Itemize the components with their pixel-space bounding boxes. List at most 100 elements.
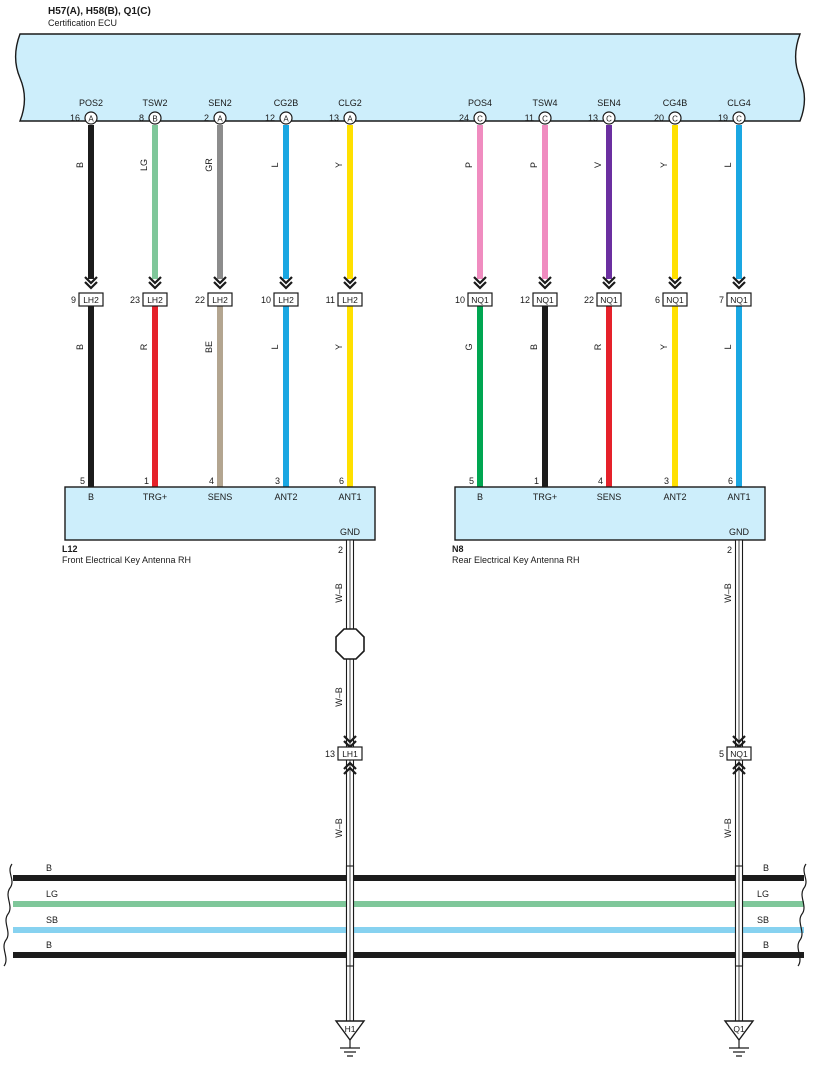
ecu-connector-circle — [602, 111, 616, 125]
ground-wire-color-label: W–B — [723, 583, 733, 603]
wire-color-label: Y — [659, 162, 669, 168]
ecu-connector-circle — [538, 111, 552, 125]
ground-junction-box — [337, 746, 363, 761]
antenna-pin-number: 1 — [144, 476, 149, 486]
bus-line-label-left: B — [46, 863, 52, 873]
ecu-connector-letter: A — [88, 115, 94, 124]
junction-pin-number: 22 — [195, 295, 205, 305]
ecu-pin-number: 13 — [588, 113, 598, 123]
junction-connector-id: LH2 — [342, 295, 358, 305]
ground-point-id: Q1 — [733, 1024, 745, 1034]
ecu-connector-letter: A — [283, 115, 289, 124]
antenna-pin-label: ANT1 — [727, 492, 750, 502]
junction-pin-number: 23 — [130, 295, 140, 305]
ecu-connector-letter: C — [542, 115, 548, 124]
ground-junction-id: NQ1 — [730, 749, 748, 759]
junction-arrow-icon — [213, 276, 227, 290]
bus-line-label-left: B — [46, 940, 52, 950]
wire-color-label: LG — [139, 159, 149, 171]
junction-arrow-icon — [473, 276, 487, 290]
ecu-connector-circle — [343, 111, 357, 125]
junction-pin-number: 10 — [261, 295, 271, 305]
junction-pin-number: 9 — [71, 295, 76, 305]
bus-break-left-icon — [3, 863, 13, 967]
antenna-pin-label: ANT2 — [274, 492, 297, 502]
ground-wire-color-label: W–B — [334, 583, 344, 603]
wire-color-label: B — [529, 344, 539, 350]
bus-break-right-icon — [797, 863, 807, 967]
wire-color-label: G — [464, 343, 474, 350]
ecu-connector-letter: C — [477, 115, 483, 124]
junction-arrow-icon — [732, 761, 746, 775]
front-antenna-code: L12 — [62, 544, 78, 554]
junction-arrow-icon — [148, 276, 162, 290]
rear-antenna-code: N8 — [452, 544, 464, 554]
ecu-pin-label-pos4: POS4 — [468, 98, 492, 108]
junction-connector-id: LH2 — [83, 295, 99, 305]
ecu-connector-letter: C — [736, 115, 742, 124]
ecu-connector-circle — [732, 111, 746, 125]
ground-point-triangle — [723, 1020, 755, 1042]
ecu-connector-circle — [279, 111, 293, 125]
junction-connector-id: NQ1 — [471, 295, 489, 305]
junction-pin-number: 6 — [655, 295, 660, 305]
junction-connector-id: NQ1 — [536, 295, 554, 305]
junction-arrow-icon — [732, 276, 746, 290]
splice-point-icon — [335, 628, 365, 660]
junction-pin-number: 7 — [719, 295, 724, 305]
junction-connector-box — [142, 292, 168, 307]
ecu-pin-number: 2 — [204, 113, 209, 123]
ecu-pin-number: 12 — [265, 113, 275, 123]
ecu-pin-label-tsw4: TSW4 — [532, 98, 557, 108]
ground-junction-pin-number: 13 — [325, 749, 335, 759]
antenna-pin-number: 4 — [209, 476, 214, 486]
front-antenna-name: Front Electrical Key Antenna RH — [62, 555, 192, 565]
wire-color-label: R — [139, 343, 149, 350]
wire-color-label: L — [270, 162, 280, 167]
junction-connector-box — [467, 292, 493, 307]
ecu-pin-label-pos2: POS2 — [79, 98, 103, 108]
rear-antenna-name: Rear Electrical Key Antenna RH — [452, 555, 580, 565]
connector-list-title: H57(A), H58(B), Q1(C) — [48, 6, 151, 17]
wire-color-label: B — [75, 344, 85, 350]
ecu-pin-label-clg4: CLG4 — [727, 98, 751, 108]
ecu-connector-letter: A — [347, 115, 353, 124]
wire-color-label: P — [464, 162, 474, 168]
junction-connector-id: LH2 — [278, 295, 294, 305]
ecu-pin-label-sen4: SEN4 — [597, 98, 621, 108]
junction-arrow-icon — [343, 761, 357, 775]
wire-color-label: L — [723, 162, 733, 167]
junction-connector-box — [726, 292, 752, 307]
ecu-connector-circle — [213, 111, 227, 125]
junction-arrow-icon — [343, 276, 357, 290]
junction-connector-box — [207, 292, 233, 307]
wire-color-label: L — [270, 344, 280, 349]
antenna-pin-label: TRG+ — [143, 492, 167, 502]
ground-wire-color-label: W–B — [723, 818, 733, 838]
antenna-pin-label: ANT1 — [338, 492, 361, 502]
junction-arrow-icon — [668, 276, 682, 290]
antenna-pin-label: SENS — [597, 492, 622, 502]
ecu-pin-number: 16 — [70, 113, 80, 123]
antenna-pin-number: 1 — [534, 476, 539, 486]
antenna-pin-label: SENS — [208, 492, 233, 502]
antenna-gnd-label: GND — [340, 527, 361, 537]
antenna-pin-number: 3 — [275, 476, 280, 486]
bus-line-label-left: LG — [46, 889, 58, 899]
ecu-pin-number: 20 — [654, 113, 664, 123]
wire-color-label: Y — [659, 344, 669, 350]
wire-color-label: Y — [334, 344, 344, 350]
wire-color-label: BE — [204, 341, 214, 353]
ecu-connector-letter: A — [217, 115, 223, 124]
ground-wire-color-label: W–B — [334, 818, 344, 838]
antenna-gnd-label: GND — [729, 527, 750, 537]
antenna-pin-number: 6 — [339, 476, 344, 486]
wire-color-label: P — [529, 162, 539, 168]
wire-color-label: L — [723, 344, 733, 349]
bus-line-label-right: LG — [757, 889, 769, 899]
junction-arrow-icon — [84, 276, 98, 290]
ground-point-id: H1 — [345, 1024, 356, 1034]
junction-pin-number: 12 — [520, 295, 530, 305]
ground-symbol-icon — [729, 1047, 749, 1057]
ecu-pin-label-cg2b: CG2B — [274, 98, 299, 108]
